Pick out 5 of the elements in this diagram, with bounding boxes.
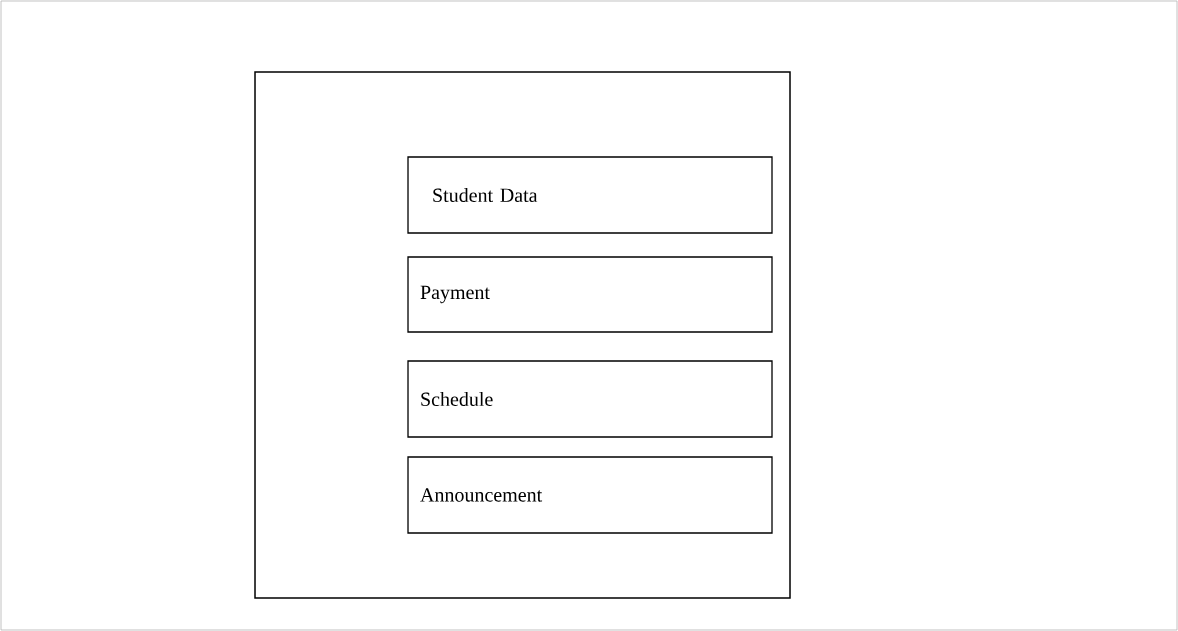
- process-box: Student Data: [407, 156, 773, 234]
- container-box: [254, 71, 791, 599]
- process-box: Payment: [407, 256, 773, 333]
- process-box: Announcement: [407, 456, 773, 534]
- process-box: Schedule: [407, 360, 773, 438]
